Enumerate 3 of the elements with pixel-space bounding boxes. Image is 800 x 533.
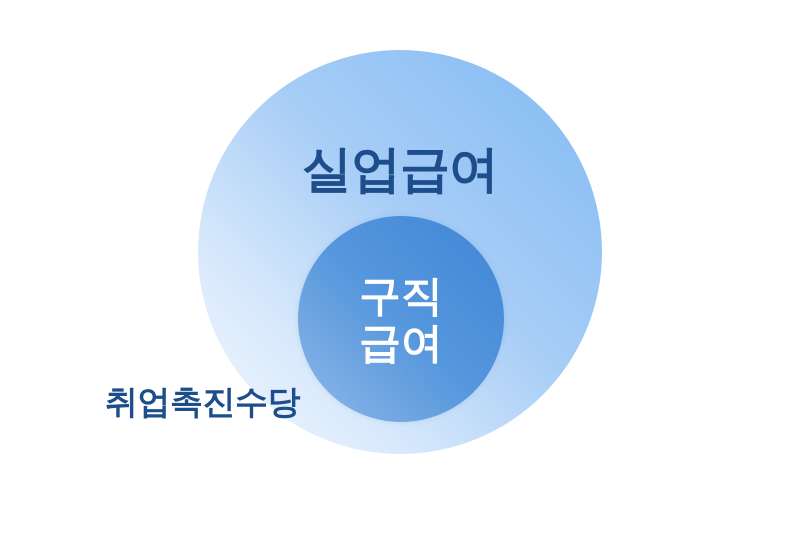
circle-title: 실업급여: [302, 139, 498, 199]
circle-label: 구직 급여: [358, 272, 444, 366]
benefit-label: 취업촉진수당: [105, 382, 300, 422]
